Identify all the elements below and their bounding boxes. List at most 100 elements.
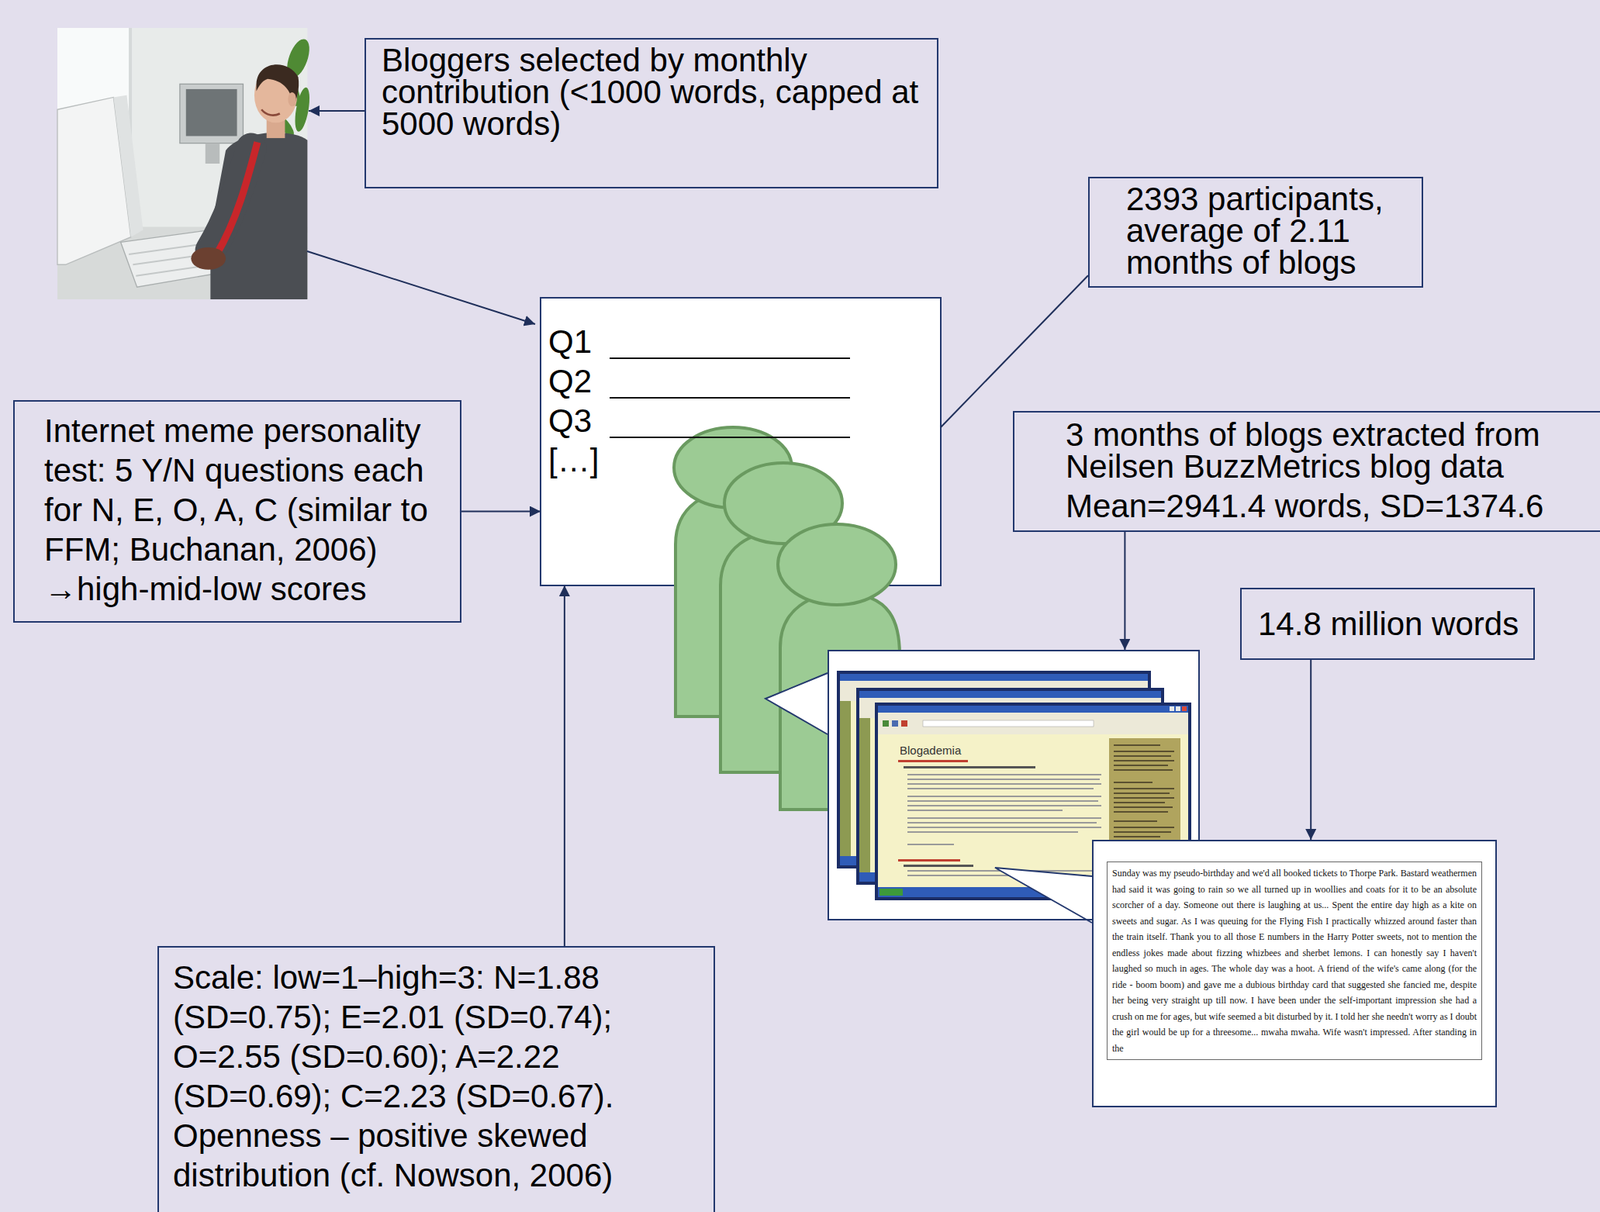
question-row: Q1 — [548, 321, 937, 362]
box-text: Mean=2941.4 words, SD=1374.6 — [1065, 490, 1594, 522]
browser-window — [1113, 792, 1170, 795]
answer-line — [609, 357, 851, 360]
browser-window — [1113, 836, 1161, 838]
browser-window — [907, 817, 1102, 820]
browser-window — [907, 795, 1102, 798]
photo-blogger — [190, 247, 226, 270]
answer-line — [609, 436, 851, 439]
browser-window — [903, 766, 1036, 769]
browser-window — [907, 822, 1097, 824]
browser-window — [1113, 811, 1169, 813]
photo-blogger — [210, 148, 252, 251]
browser-window — [907, 783, 1102, 785]
questionnaire-box: Q1Q2Q3[…] — [540, 297, 941, 586]
question-row: Q3 — [548, 400, 937, 441]
leader-arrow — [307, 110, 536, 325]
photo-blogger — [57, 27, 315, 300]
browser-window — [1113, 781, 1153, 784]
browser-window — [1113, 769, 1173, 771]
browser-window — [879, 888, 903, 896]
browser-window — [877, 705, 1189, 713]
question-label: […] — [548, 440, 599, 481]
blog-excerpt: Sunday was my pseudo-birthday and we'd a… — [1106, 861, 1483, 1061]
speech-tail — [765, 673, 829, 735]
text-box: Scale: low=1–high=3: N=1.88 (SD=0.75); E… — [157, 946, 716, 1212]
photo-blogger — [261, 109, 280, 115]
browser-window — [907, 831, 1079, 833]
question-row: Q2 — [548, 361, 937, 401]
speech-tail — [995, 867, 1093, 923]
browser-window — [1113, 831, 1172, 833]
leader-arrow — [307, 251, 536, 325]
connector-arrow — [1123, 532, 1126, 650]
browser-window — [859, 718, 871, 873]
browser-window — [859, 691, 1162, 699]
browser-window — [1113, 764, 1169, 767]
browser-window — [1113, 744, 1161, 747]
blog-title: Blogademia — [899, 743, 961, 758]
photo-blogger — [216, 141, 258, 255]
photo-blogger — [57, 27, 308, 300]
photo-blogger — [210, 132, 308, 300]
browser-window — [1113, 760, 1175, 762]
photo-blogger — [179, 83, 244, 143]
browser-window — [882, 720, 889, 727]
browser-window — [903, 864, 974, 868]
browser-window — [907, 843, 954, 846]
people-icon — [777, 524, 896, 605]
browser-window — [839, 701, 851, 857]
box-text: Internet meme personality test: 5 Y/N qu… — [44, 411, 454, 609]
photo-blogger — [186, 89, 238, 137]
browser-window — [1169, 706, 1175, 712]
text-box: Bloggers selected by monthly contributio… — [364, 38, 939, 189]
browser-window — [1113, 755, 1172, 757]
browser-window — [922, 720, 1094, 727]
speech-tail — [765, 673, 1093, 923]
blog-excerpt-box: Sunday was my pseudo-birthday and we'd a… — [1092, 839, 1497, 1108]
text-box: Internet meme personality test: 5 Y/N qu… — [13, 400, 462, 623]
browser-window — [1113, 750, 1175, 753]
browser-window — [1175, 706, 1181, 712]
browser-window — [877, 712, 1189, 735]
browser-window — [898, 859, 961, 862]
browser-window — [907, 787, 1094, 790]
browser-window — [839, 673, 1148, 681]
browser-window — [907, 778, 1100, 781]
box-text: 3 months of blogs extracted from Neilsen… — [1065, 418, 1594, 483]
leader-arrow — [308, 110, 365, 112]
connector-arrow — [563, 585, 566, 947]
browser-window — [891, 720, 899, 727]
box-text: 2393 participants, average of 2.11 month… — [1126, 183, 1417, 279]
browser-window — [1113, 787, 1175, 790]
box-text: 14.8 million words — [1257, 608, 1532, 640]
connector-arrow — [461, 511, 541, 513]
photo-blogger — [205, 143, 220, 164]
connector-arrow — [940, 275, 1089, 428]
browser-window — [1113, 820, 1158, 823]
text-box: 14.8 million words — [1240, 587, 1535, 661]
question-row: […] — [548, 440, 937, 481]
browser-window — [1181, 706, 1187, 712]
browser-window — [1113, 806, 1173, 809]
text-box: 3 months of blogs extracted from Neilsen… — [1012, 411, 1600, 533]
browser-window — [1113, 744, 1175, 838]
answer-line — [609, 397, 851, 399]
box-text: Bloggers selected by monthly contributio… — [381, 44, 934, 140]
speech-tail — [765, 673, 828, 735]
browser-window — [907, 809, 1063, 812]
browser-window — [907, 800, 1099, 802]
browser-window — [898, 760, 968, 763]
text-box: 2393 participants, average of 2.11 month… — [1088, 176, 1424, 288]
browser-window — [1113, 801, 1165, 804]
photo-blogger — [287, 92, 297, 107]
browser-window — [1113, 826, 1175, 829]
question-label: Q1 — [548, 321, 592, 362]
speech-tail — [995, 867, 1093, 923]
connector-arrow — [1309, 660, 1312, 840]
browser-window — [901, 720, 908, 727]
browser-window — [907, 805, 1102, 807]
box-text: Scale: low=1–high=3: N=1.88 (SD=0.75); E… — [172, 957, 703, 1196]
browser-window — [907, 826, 1102, 829]
browser-window — [1113, 797, 1175, 799]
